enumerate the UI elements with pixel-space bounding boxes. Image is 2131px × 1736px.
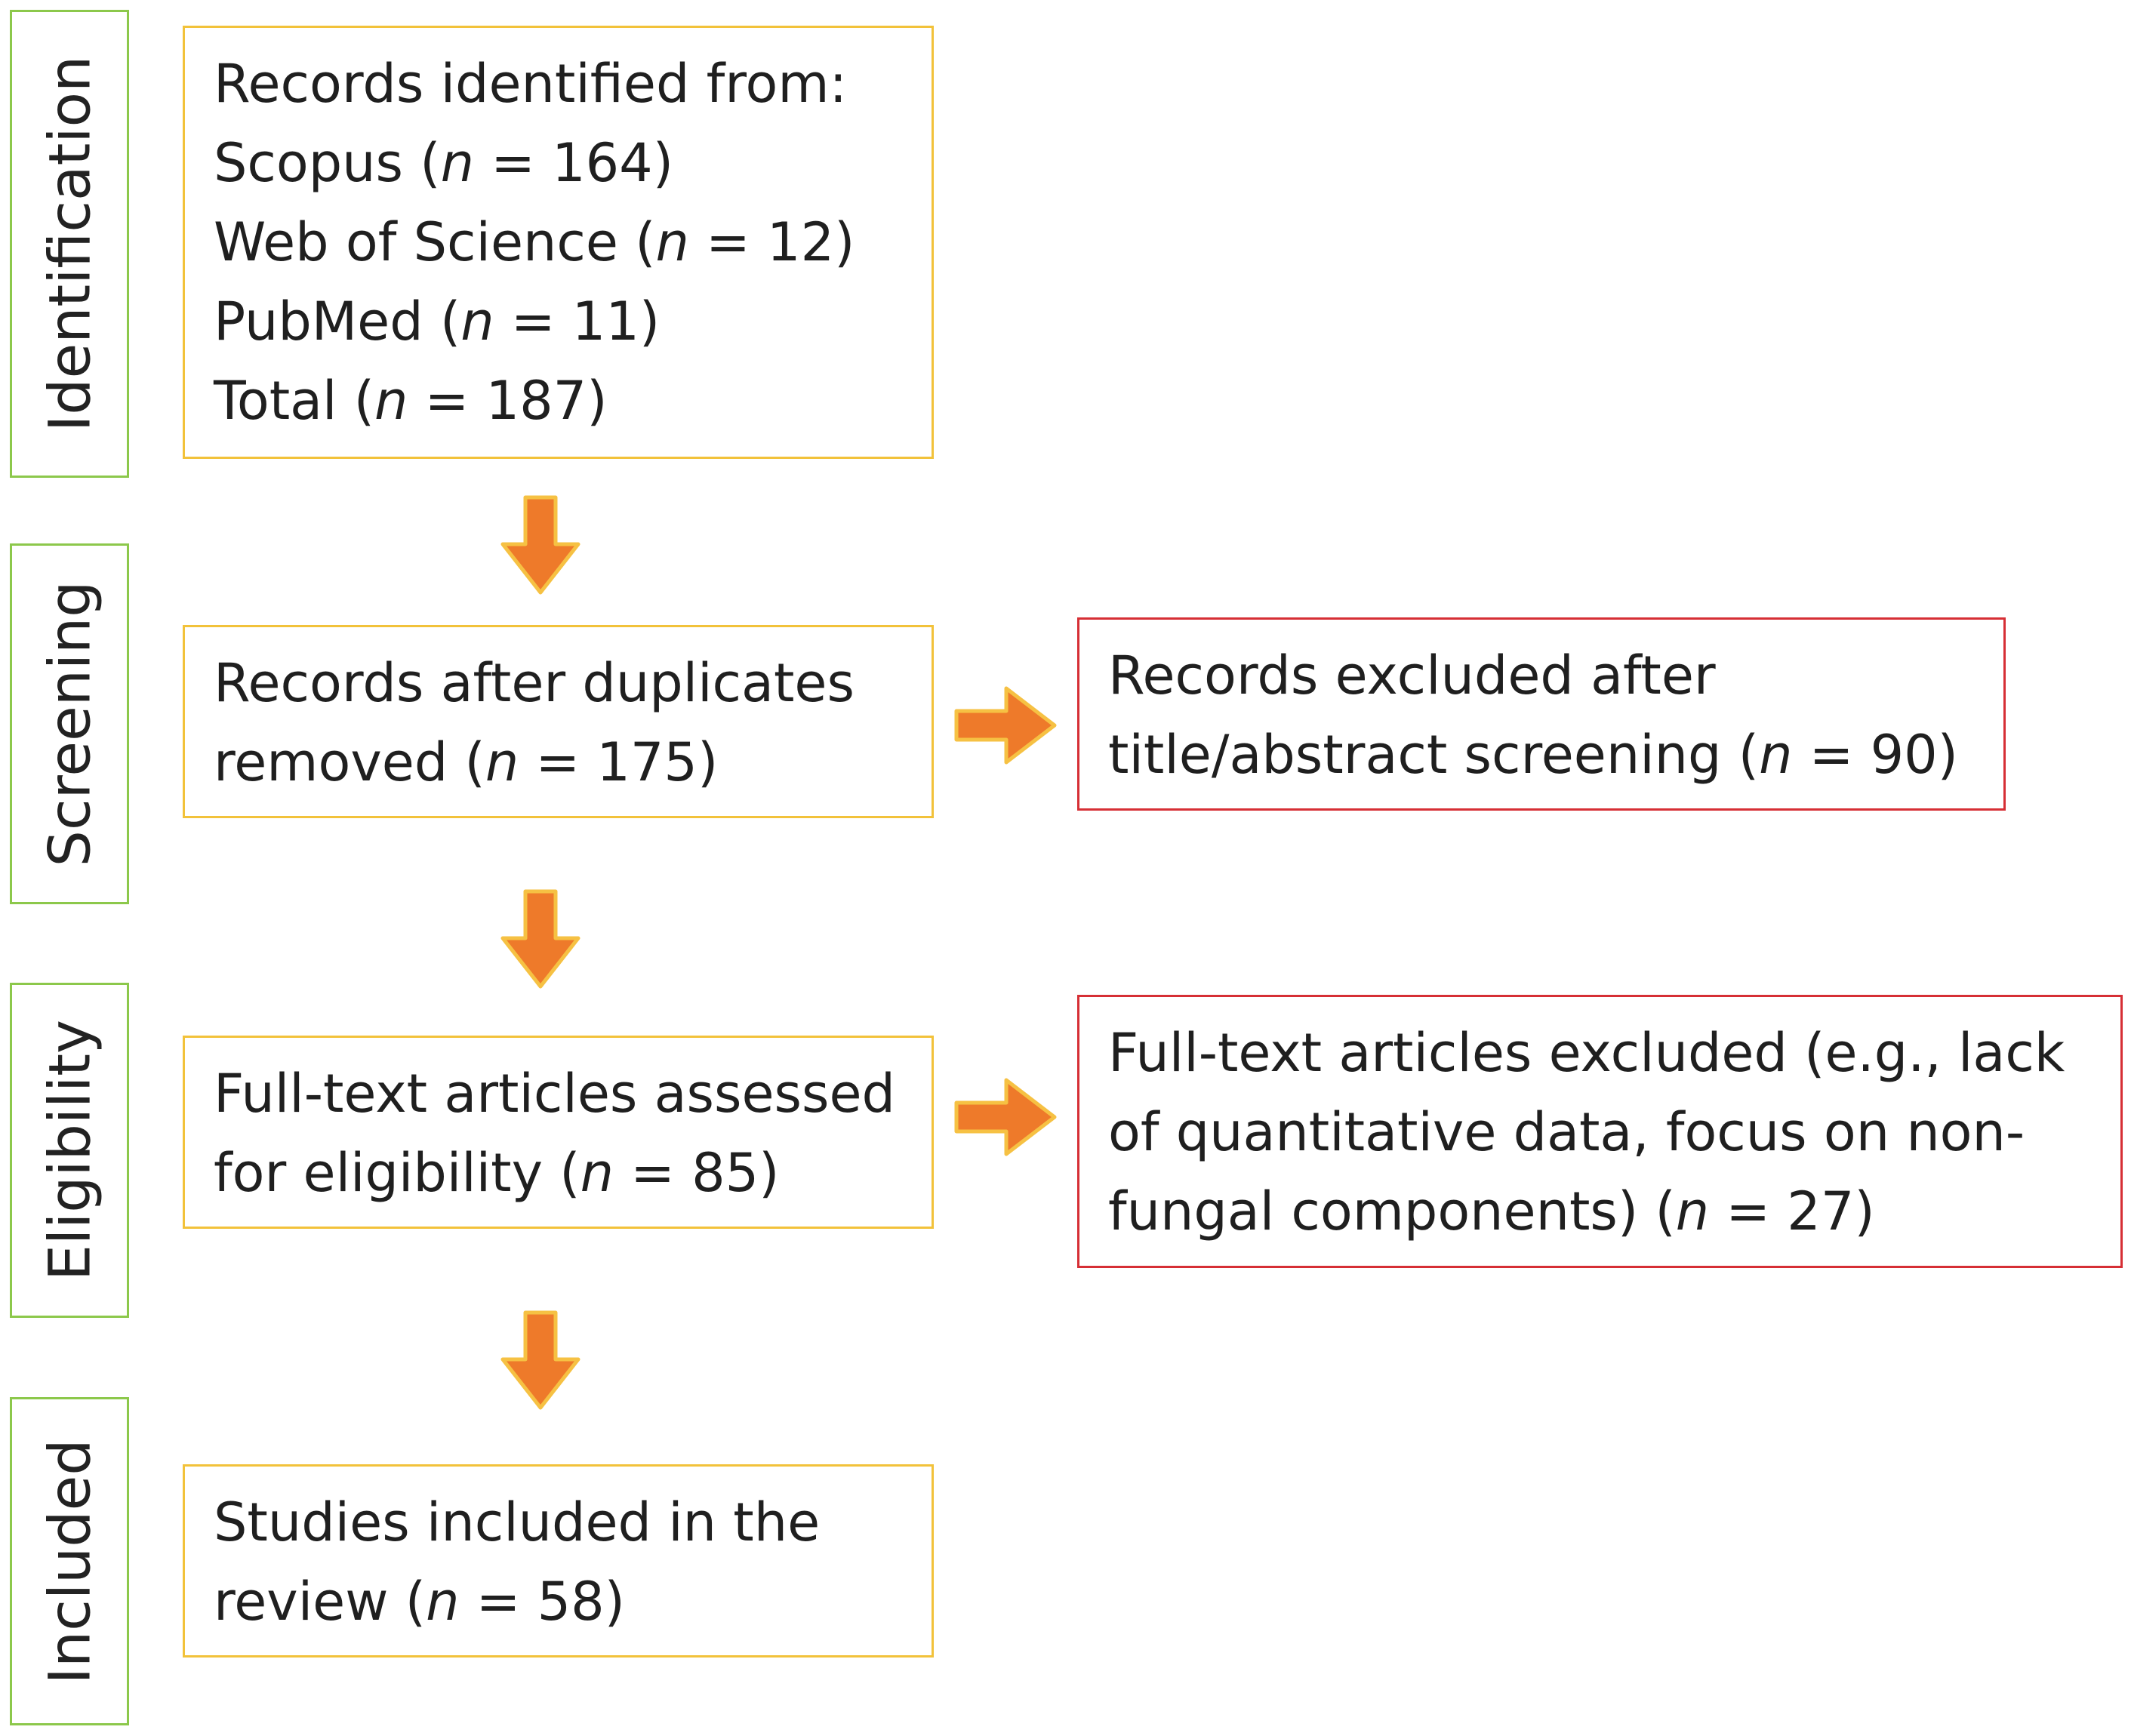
studies-included-line1: Studies included in the [214,1491,821,1553]
stage-identification: Identification [10,10,129,478]
stage-label-eligibility: Eligibility [35,1020,103,1281]
records-excluded-screening-line1: Records excluded after [1108,645,1716,706]
records-after-duplicates-line1: Records after duplicates [214,652,855,714]
fulltext-excluded-line2: of quantitative data, focus on non- [1108,1101,2025,1163]
fulltext-assessed-line1: Full-text articles assessed [214,1063,895,1125]
records-identified-heading: Records identified from: [214,53,848,115]
fulltext-assessed-line2: for eligibility (n = 85) [214,1142,780,1204]
arrow-right-icon [954,1078,1057,1156]
stage-label-identification: Identification [35,55,103,432]
fulltext-excluded-box: Full-text articles excluded (e.g., lack … [1077,995,2123,1268]
arrow-down-icon [500,495,580,595]
records-after-duplicates-line2: removed (n = 175) [214,731,719,793]
stage-eligibility: Eligibility [10,983,129,1318]
arrow-down-icon [500,1310,580,1410]
stage-label-included: Included [35,1439,103,1684]
stage-included: Included [10,1397,129,1725]
arrow-right-icon [954,686,1057,765]
arrow-down-icon [500,889,580,989]
source-scopus: Scopus (n = 164) [214,132,674,194]
records-identified-box: Records identified from: Scopus (n = 164… [183,26,934,459]
studies-included-line2: review (n = 58) [214,1571,625,1633]
fulltext-excluded-line1: Full-text articles excluded (e.g., lack [1108,1022,2065,1084]
fulltext-excluded-line3: fungal components) (n = 27) [1108,1180,1875,1242]
stage-label-screening: Screening [35,580,103,867]
source-web-of-science: Web of Science (n = 12) [214,211,855,273]
source-total: Total (n = 187) [214,370,608,432]
records-excluded-screening-box: Records excluded after title/abstract sc… [1077,617,2006,811]
records-excluded-screening-line2: title/abstract screening (n = 90) [1108,724,1958,786]
fulltext-assessed-box: Full-text articles assessed for eligibil… [183,1036,934,1229]
stage-screening: Screening [10,543,129,904]
records-after-duplicates-box: Records after duplicates removed (n = 17… [183,625,934,818]
studies-included-box: Studies included in the review (n = 58) [183,1464,934,1658]
source-pubmed: PubMed (n = 11) [214,291,661,352]
